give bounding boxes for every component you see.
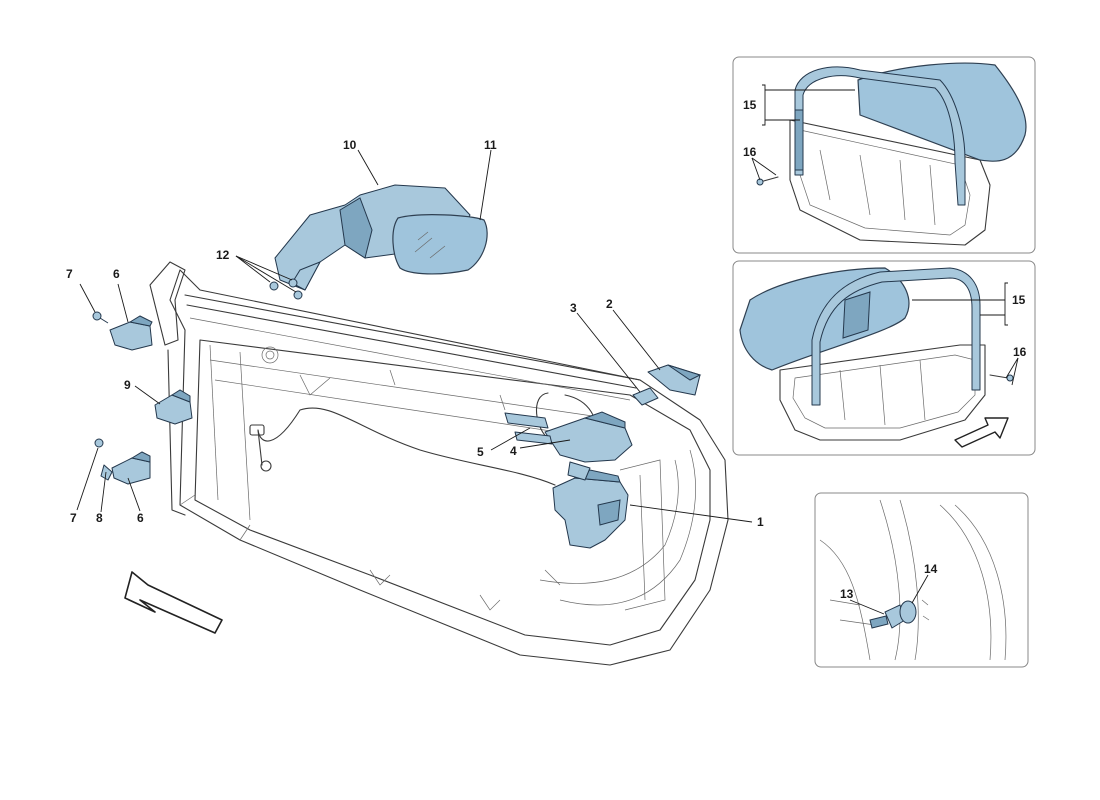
callout-5: 5 (477, 445, 484, 459)
callout-2: 2 (606, 297, 613, 311)
callout-6-lower: 6 (137, 511, 144, 525)
handle-rod (504, 412, 553, 445)
callout-8: 8 (96, 511, 103, 525)
callout-16-top: 16 (743, 145, 757, 159)
callout-16-bottom: 16 (1013, 345, 1027, 359)
callout-9: 9 (124, 378, 131, 392)
callout-14: 14 (924, 562, 938, 576)
callout-12: 12 (216, 248, 230, 262)
direction-arrow-icon (124, 571, 223, 634)
handle-cover (632, 387, 659, 406)
inset-window-frame-top (732, 56, 1036, 254)
callout-15-top: 15 (743, 98, 757, 112)
outer-handle (647, 364, 702, 396)
callout-3: 3 (570, 301, 577, 315)
inset-window-frame-bottom (732, 260, 1036, 456)
door-release-cable (249, 392, 597, 486)
inset-striker-detail (814, 492, 1029, 668)
mirror-assembly (274, 184, 488, 291)
door-check-strap (154, 389, 193, 425)
callout-4: 4 (510, 444, 517, 458)
callout-1: 1 (757, 515, 764, 529)
mirror-fixing-nuts (269, 278, 303, 300)
callout-7-lower: 7 (70, 511, 77, 525)
door-frame (149, 261, 729, 666)
lower-hinge (94, 438, 151, 485)
interior-lock-bracket (544, 411, 633, 481)
callout-11: 11 (484, 138, 497, 152)
callout-15-bottom: 15 (1012, 293, 1026, 307)
direction-arrow-icon (954, 417, 1009, 448)
callout-6-upper: 6 (113, 267, 120, 281)
upper-hinge (92, 311, 153, 351)
callout-7-upper: 7 (66, 267, 73, 281)
leader-lines (76, 149, 753, 523)
door-lock-actuator (552, 469, 629, 549)
callout-10: 10 (343, 138, 357, 152)
callout-13: 13 (840, 587, 854, 601)
